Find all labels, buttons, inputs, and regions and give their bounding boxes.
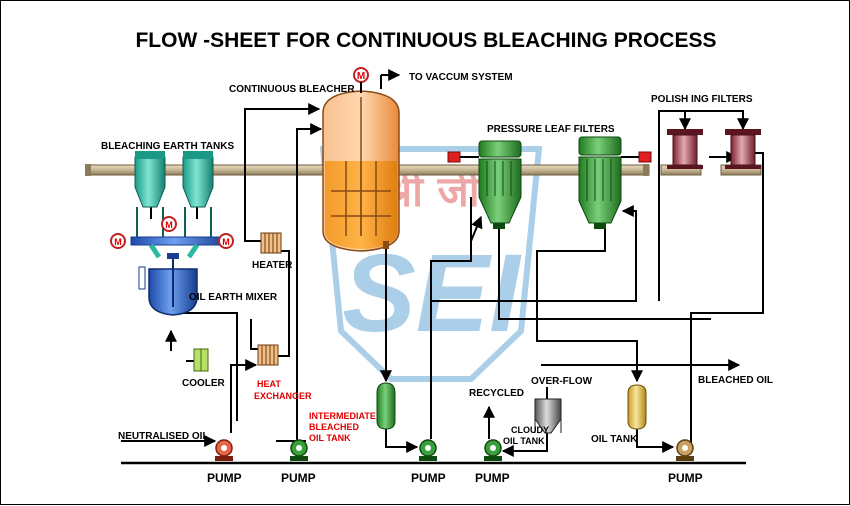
polishing-filter-1: [667, 129, 703, 169]
pump-4: [484, 439, 502, 461]
svg-text:M: M: [165, 220, 173, 230]
label-cooler: COOLER: [182, 378, 226, 389]
pressure-leaf-filter-1: [478, 140, 522, 229]
label-pump-5: PUMP: [668, 471, 703, 485]
label-recycled: RECYCLED: [469, 388, 524, 399]
label-heat-exchanger-1: HEAT: [257, 379, 281, 389]
label-overflow: OVER-FLOW: [531, 376, 593, 387]
label-intermediate-1: INTERMEDIATE: [309, 411, 376, 421]
label-intermediate-3: OIL TANK: [309, 433, 351, 443]
label-cloudy-1: CLOUDY: [511, 425, 549, 435]
heater: [260, 232, 282, 254]
label-oil-tank: OIL TANK: [591, 434, 638, 445]
intermediate-bleached-oil-tank: [376, 382, 396, 430]
label-bleached-oil: BLEACHED OIL: [698, 375, 773, 386]
pump-5: [676, 439, 694, 461]
leaf-filter-1-motor: [447, 151, 479, 163]
label-polishing-filters: POLISH ING FILTERS: [651, 94, 753, 105]
diagram-title: FLOW -SHEET FOR CONTINUOUS BLEACHING PRO…: [135, 29, 716, 52]
pressure-leaf-filter-2: [578, 136, 622, 229]
pump-2: [290, 439, 308, 461]
heat-exchanger: [257, 344, 279, 366]
pump-1: [215, 439, 233, 461]
label-intermediate-2: BLEACHED: [309, 422, 360, 432]
label-pump-4: PUMP: [475, 471, 510, 485]
label-heater: HEATER: [252, 260, 293, 271]
earth-tank-motors: M M M: [110, 216, 234, 249]
oil-earth-mixer: [138, 253, 198, 316]
label-pressure-leaf-filters: PRESSURE LEAF FILTERS: [487, 124, 615, 135]
cooler: [193, 348, 209, 372]
watermark-bottom-text: SEI: [342, 232, 522, 355]
label-oil-earth-mixer: OIL EARTH MIXER: [189, 292, 278, 303]
svg-text:M: M: [222, 237, 230, 247]
label-heat-exchanger-2: EXCHANGER: [254, 391, 312, 401]
label-cloudy-2: OIL TANK: [503, 436, 545, 446]
label-continuous-bleacher: CONTINUOUS BLEACHER: [229, 84, 355, 95]
cloudy-oil-tank: [534, 398, 562, 434]
svg-text:M: M: [357, 71, 365, 82]
continuous-bleacher: [322, 90, 400, 252]
label-bleaching-earth-tanks: BLEACHING EARTH TANKS: [101, 141, 234, 152]
bleaching-earth-tanks: [130, 151, 228, 259]
label-to-vacuum: TO VACCUM SYSTEM: [409, 72, 513, 83]
label-pump-2: PUMP: [281, 471, 316, 485]
label-pump-1: PUMP: [207, 471, 242, 485]
label-pump-3: PUMP: [411, 471, 446, 485]
process-lines: [121, 69, 764, 465]
leaf-filter-2-motor: [621, 151, 652, 163]
polishing-filter-2: [725, 129, 761, 169]
svg-text:M: M: [114, 237, 122, 247]
oil-tank: [627, 384, 647, 430]
pump-3: [419, 439, 437, 461]
bleacher-motor-icon: M: [353, 67, 369, 93]
label-neutralised-oil: NEUTRALISED OIL: [118, 431, 209, 442]
